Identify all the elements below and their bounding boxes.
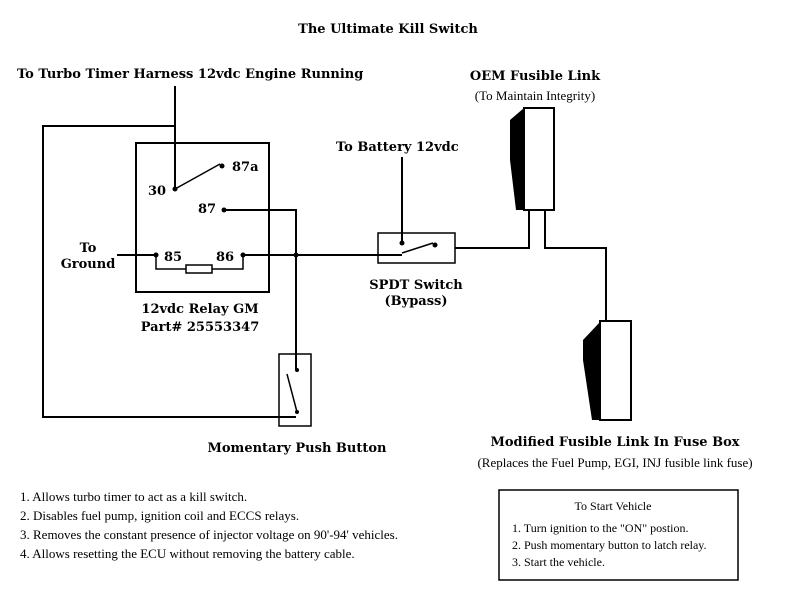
turbo-timer-label: To Turbo Timer Harness 12vdc Engine Runn… xyxy=(17,67,363,82)
diagram-title: The Ultimate Kill Switch xyxy=(298,22,478,37)
spdt-common-contact xyxy=(432,242,438,248)
coil-resistor xyxy=(185,264,213,274)
start-step-2: 2. Push momentary button to latch relay. xyxy=(512,538,707,552)
modified-fusible-link xyxy=(599,320,632,421)
switch-to-oem-wire xyxy=(455,210,530,249)
pin-87a-label: 87a xyxy=(232,160,259,175)
coil-wire-left xyxy=(155,255,186,270)
spdt-battery-contact xyxy=(399,240,405,246)
oem-link-sublabel: (To Maintain Integrity) xyxy=(475,88,595,103)
oem-fusible-link xyxy=(523,107,555,211)
battery-label: To Battery 12vdc xyxy=(336,140,459,155)
pin-87-label: 87 xyxy=(198,202,216,217)
note-1: 1. Allows turbo timer to act as a kill s… xyxy=(20,489,247,504)
ground-label-to: To xyxy=(80,241,97,256)
pin-86-label: 86 xyxy=(216,250,234,265)
push-button-box xyxy=(278,353,312,427)
note-3: 3. Removes the constant presence of inje… xyxy=(20,527,398,542)
relay-name: 12vdc Relay GM xyxy=(141,302,258,317)
relay-part-number: Part# 25553347 xyxy=(141,320,260,335)
modified-link-label: Modified Fusible Link In Fuse Box xyxy=(490,435,739,450)
start-box-title: To Start Vehicle xyxy=(575,499,652,513)
note-4: 4. Allows resetting the ECU without remo… xyxy=(20,546,355,561)
oem-link-clip xyxy=(510,108,524,210)
pin-30-label: 30 xyxy=(148,184,166,199)
ground-label: Ground xyxy=(61,257,116,272)
coil-wire-right xyxy=(212,255,244,270)
spdt-sublabel: (Bypass) xyxy=(385,294,448,309)
oem-to-modified-wire xyxy=(544,210,607,321)
relay-contact-arm xyxy=(174,163,221,190)
push-button-top-contact xyxy=(295,368,299,372)
pin-87-wire xyxy=(224,209,297,370)
start-step-3: 3. Start the vehicle. xyxy=(512,555,605,569)
oem-link-label: OEM Fusible Link xyxy=(470,69,601,84)
start-step-1: 1. Turn ignition to the "ON" postion. xyxy=(512,521,688,535)
modified-link-sublabel: (Replaces the Fuel Pump, EGI, INJ fusibl… xyxy=(477,455,752,470)
pin-85-label: 85 xyxy=(164,250,182,265)
note-2: 2. Disables fuel pump, ignition coil and… xyxy=(20,508,299,523)
loop-wire xyxy=(42,125,296,418)
pin-87a-dot xyxy=(219,163,225,169)
push-button-arm xyxy=(286,373,298,413)
push-button-label: Momentary Push Button xyxy=(208,441,388,456)
spdt-label: SPDT Switch xyxy=(369,278,463,293)
spdt-switch-arm xyxy=(401,242,434,254)
modified-link-clip xyxy=(583,322,600,420)
relay-box xyxy=(135,142,270,293)
start-instructions-box xyxy=(498,489,739,581)
